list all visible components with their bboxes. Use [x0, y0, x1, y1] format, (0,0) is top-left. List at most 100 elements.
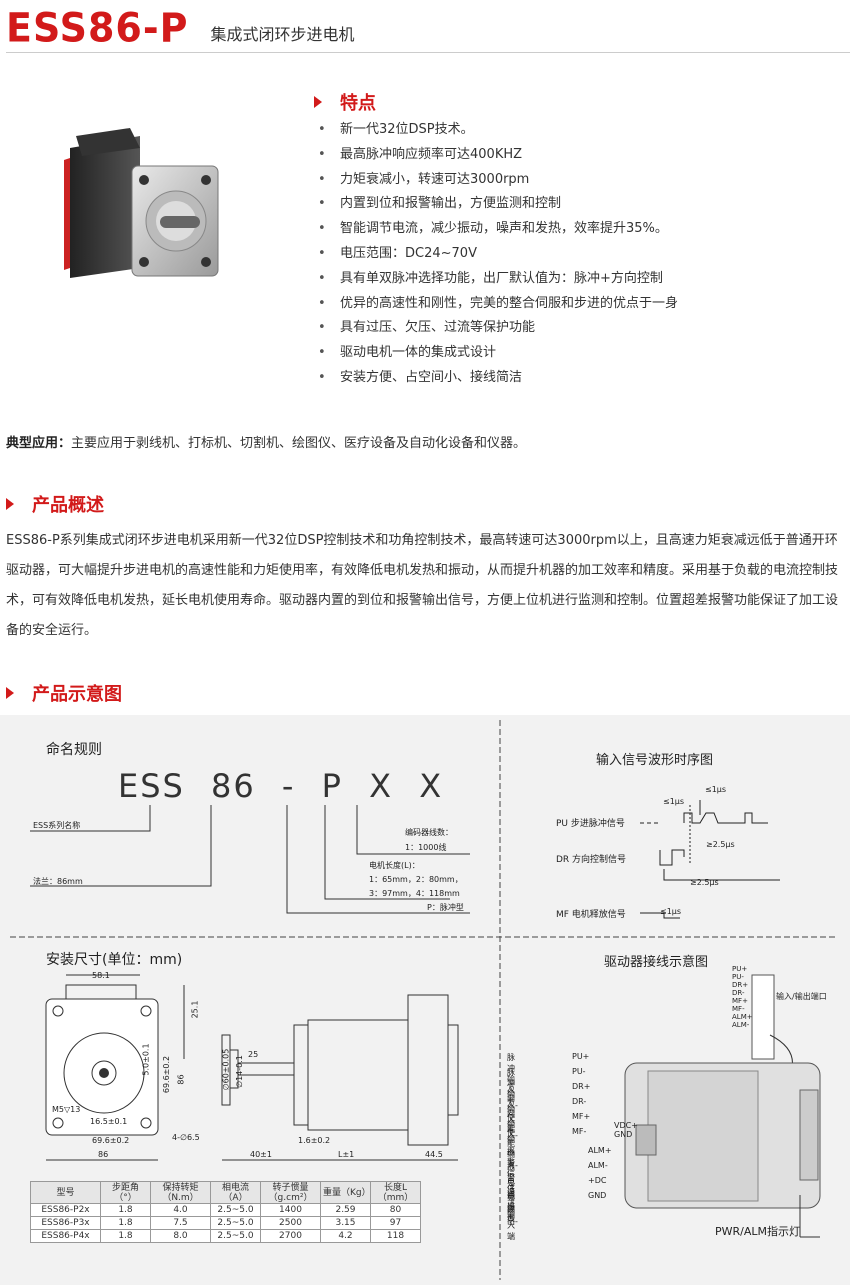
bullet-icon: •: [318, 196, 326, 212]
page-header: ESS86-P 集成式闭环步进电机: [6, 7, 355, 49]
wire-terminal-label: +DC: [588, 1176, 607, 1185]
spec-table: 型号步距角（°）保持转矩（N.m）相电流（A）转子惯量（g.cm²）重量（Kg）…: [30, 1181, 421, 1243]
panel-dividers: [10, 720, 835, 1280]
table-cell: 1.8: [100, 1216, 151, 1230]
wire-terminal-label: DR+: [572, 1082, 591, 1091]
feature-item: •智能调节电流，减少振动，噪声和发热，效率提升35%。: [318, 217, 678, 242]
wire-terminal-label: DR-: [572, 1097, 587, 1106]
bullet-icon: •: [318, 270, 326, 286]
table-cell: 1400: [260, 1203, 321, 1217]
bullet-icon: •: [318, 369, 326, 385]
wire-input-label: 脉冲输入-: [507, 1068, 518, 1110]
table-header: 保持转矩（N.m）: [150, 1181, 211, 1204]
wire-input-label: 报警信号输出-: [507, 1162, 518, 1226]
table-cell: 2700: [260, 1229, 321, 1243]
pwr-alm-led-label: PWR/ALM指示灯: [715, 1225, 801, 1238]
feature-item: •电压范围：DC24~70V: [318, 242, 678, 267]
table-cell: 97: [370, 1216, 421, 1230]
wire-input-label: 报警信号输出+: [507, 1147, 515, 1221]
pin-label: DR-: [732, 989, 745, 997]
feature-item: •具有单双脉冲选择功能，出厂默认值为：脉冲+方向控制: [318, 267, 678, 292]
triangle-bullet-icon: [6, 687, 14, 699]
table-cell: 1.8: [100, 1229, 151, 1243]
overview-text: ESS86-P系列集成式闭环步进电机采用新一代32位DSP控制技术和功角控制技术…: [6, 533, 839, 638]
wire-terminal-label: ALM+: [588, 1146, 612, 1155]
table-header: 重量（Kg）: [320, 1181, 371, 1204]
pin-label: MF+: [732, 997, 748, 1005]
wire-input-label: 使能输入+: [507, 1113, 515, 1165]
table-cell: 4.2: [320, 1229, 371, 1243]
table-cell: 2.59: [320, 1203, 371, 1217]
pin-list: PU+PU-DR+DR-MF+MF-ALM+ALM-: [732, 965, 753, 1029]
motor-product-image: [64, 128, 219, 278]
table-cell: 4.0: [150, 1203, 211, 1217]
features-list: •新一代32位DSP技术。•最高脉冲响应频率可达400KHZ•力矩衰减小，转速可…: [318, 118, 678, 391]
bullet-icon: •: [318, 295, 326, 311]
wire-terminal-label: MF+: [572, 1112, 591, 1121]
triangle-bullet-icon: [6, 498, 14, 510]
bullet-icon: •: [318, 122, 326, 137]
wire-input-label: 脉冲输入+: [507, 1053, 515, 1105]
applications: 典型应用：主要应用于剥线机、打标机、切割机、绘图仪、医疗设备及自动化设备和仪器。: [6, 436, 527, 451]
features-title: 特点: [314, 89, 376, 115]
page-subtitle: 集成式闭环步进电机: [210, 25, 355, 44]
wire-terminal-label: PU+: [572, 1052, 590, 1061]
wire-terminal-label: PU-: [572, 1067, 586, 1076]
bullet-icon: •: [318, 245, 326, 261]
table-cell: 2.5~5.0: [210, 1203, 261, 1217]
feature-item: •优异的高速性和刚性，完美的整合伺服和步进的优点于一身: [318, 292, 678, 317]
table-cell: ESS86-P2x: [30, 1203, 101, 1217]
wire-terminal-label: MF-: [572, 1127, 587, 1136]
table-header: 长度L（mm）: [370, 1181, 421, 1204]
schematic-title: 产品示意图: [6, 680, 122, 706]
pin-label: ALM-: [732, 1021, 750, 1029]
table-header: 相电流（A）: [210, 1181, 261, 1204]
wire-terminal-label: GND: [588, 1191, 607, 1200]
table-header: 转子惯量（g.cm²）: [260, 1181, 321, 1204]
table-cell: 7.5: [150, 1216, 211, 1230]
wire-input-label: 电源线: [507, 1192, 515, 1223]
bullet-icon: •: [318, 221, 326, 237]
table-cell: 1.8: [100, 1203, 151, 1217]
overview-title: 产品概述: [6, 491, 104, 517]
install-drawing: [45, 974, 459, 1161]
bullet-icon: •: [318, 146, 326, 162]
bullet-icon: •: [318, 320, 326, 336]
table-cell: 3.15: [320, 1216, 371, 1230]
table-cell: ESS86-P4x: [30, 1229, 101, 1243]
table-cell: 2.5~5.0: [210, 1216, 261, 1230]
timing-title: 输入信号波形时序图: [596, 753, 714, 768]
naming-leader-lines: [30, 805, 470, 914]
wire-input-label: 方向输入+: [507, 1083, 515, 1135]
feature-item: •驱动电机一体的集成式设计: [318, 341, 678, 366]
bullet-icon: •: [318, 171, 326, 187]
feature-item: •内置到位和报警输出，方便监测和控制: [318, 192, 678, 217]
pin-label: DR+: [732, 981, 749, 989]
pin-label: PU+: [732, 965, 748, 973]
feature-item: •力矩衰减小，转速可达3000rpm: [318, 168, 678, 193]
table-header: 步距角（°）: [100, 1181, 151, 1204]
pin-label: MF-: [732, 1005, 745, 1013]
table-cell: 118: [370, 1229, 421, 1243]
feature-item: •安装方便、占空间小、接线简洁: [318, 366, 678, 391]
table-cell: 80: [370, 1203, 421, 1217]
pin-label: ALM+: [732, 1013, 753, 1021]
bullet-icon: •: [318, 345, 326, 361]
naming-title: 命名规则: [46, 742, 102, 758]
timing-waveforms: [640, 800, 780, 919]
table-cell: 2500: [260, 1216, 321, 1230]
wire-input-label: 使能输入-: [507, 1128, 518, 1170]
naming-code: ESS 86 - P X X: [118, 767, 444, 805]
pin-label: PU-: [732, 973, 744, 981]
wire-input-label: 电源正输入端: [507, 1177, 515, 1241]
wire-terminal-label: ALM-: [588, 1161, 608, 1170]
table-cell: ESS86-P3x: [30, 1216, 101, 1230]
table-cell: 8.0: [150, 1229, 211, 1243]
feature-item: •具有过压、欠压、过流等保护功能: [318, 316, 678, 341]
triangle-bullet-icon: [314, 96, 322, 108]
wire-input-label: 方向输入-: [507, 1098, 518, 1140]
header-divider: [6, 52, 850, 53]
